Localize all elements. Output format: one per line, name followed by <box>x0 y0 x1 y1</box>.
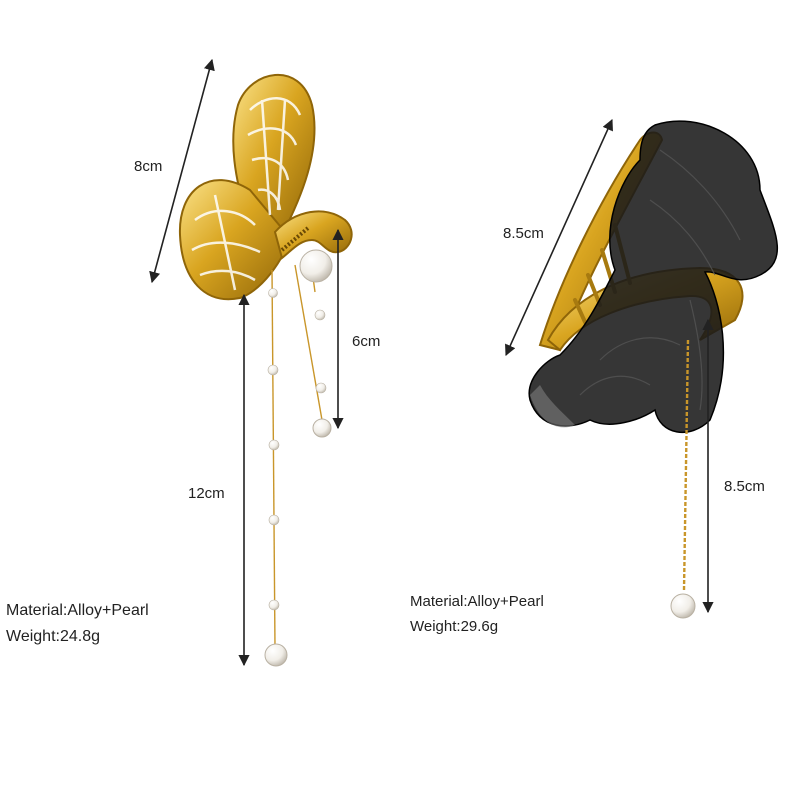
arrow-8cm <box>149 58 215 284</box>
pearl-drop-short <box>312 418 332 438</box>
butterfly-claw-clip <box>178 74 353 667</box>
spec-block-left: Material:Alloy+Pearl Weight:24.8g <box>6 598 149 650</box>
spec-block-right: Material:Alloy+Pearl Weight:29.6g <box>410 589 544 639</box>
chain-2 <box>294 264 323 421</box>
dimension-label-6cm: 6cm <box>352 333 381 350</box>
material-text: Material:Alloy+Pearl <box>6 602 149 619</box>
pearl-drop <box>670 593 696 619</box>
chain-1 <box>271 269 276 649</box>
organza-bow-claw-clip <box>528 120 778 619</box>
weight-text: Weight:24.8g <box>6 628 100 645</box>
dimension-label-12cm: 12cm <box>188 485 225 502</box>
dimension-label-8-5cm-diagonal: 8.5cm <box>503 225 544 242</box>
large-pearl-top <box>299 249 333 283</box>
material-text: Material:Alloy+Pearl <box>410 593 544 610</box>
pearl-drop-long <box>264 643 288 667</box>
arrow-8-5cm-diagonal <box>505 118 613 357</box>
dimension-label-8cm: 8cm <box>134 158 163 175</box>
weight-text: Weight:29.6g <box>410 618 499 635</box>
dimension-label-8-5cm-chain: 8.5cm <box>724 478 765 495</box>
